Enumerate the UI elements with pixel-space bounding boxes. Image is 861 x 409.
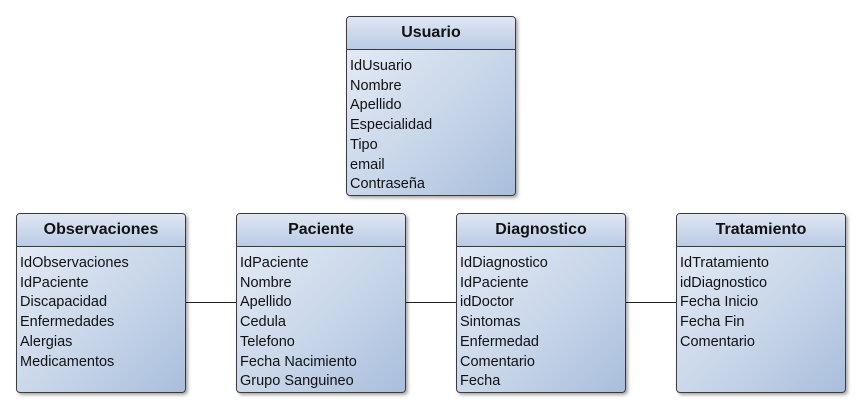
field-fecha-fin: Fecha Fin: [680, 314, 745, 331]
field-telefono: Telefono: [240, 333, 295, 350]
field-cedula: Cedula: [240, 314, 286, 331]
entity-fields-usuario: IdUsuario Nombre Apellido Especialidad T…: [347, 50, 515, 195]
connector-diagnostico-tratamiento: [626, 302, 676, 303]
field-grupo-sanguineo: Grupo Sanguineo: [240, 373, 354, 390]
field-idpaciente: IdPaciente: [460, 274, 529, 291]
field-comentario: Comentario: [460, 353, 535, 370]
field-discapacidad: Discapacidad: [20, 294, 108, 311]
field-sintomas: Sintomas: [460, 314, 521, 331]
entity-title-paciente: Paciente: [237, 214, 405, 247]
entity-diagnostico[interactable]: Diagnostico IdDiagnostico IdPaciente idD…: [456, 213, 626, 393]
connector-observaciones-paciente: [186, 302, 236, 303]
entity-fields-observaciones: IdObservaciones IdPaciente Discapacidad …: [17, 247, 185, 372]
field-idusuario: IdUsuario: [350, 58, 413, 74]
entity-title-usuario: Usuario: [347, 17, 515, 50]
field-enfermedad: Enfermedad: [460, 333, 539, 350]
field-contrasena: Contraseña: [350, 176, 425, 193]
field-enfermedades: Enfermedades: [20, 314, 115, 331]
field-iddoctor: idDoctor: [460, 294, 514, 311]
entity-fields-diagnostico: IdDiagnostico IdPaciente idDoctor Sintom…: [457, 247, 625, 392]
field-iddiagnostico: idDiagnostico: [680, 274, 768, 291]
entity-paciente[interactable]: Paciente IdPaciente Nombre Apellido Cedu…: [236, 213, 406, 393]
field-tipo: Tipo: [350, 136, 378, 153]
entity-fields-tratamiento: IdTratamiento idDiagnostico Fecha Inicio…: [677, 247, 845, 353]
field-idpaciente: IdPaciente: [240, 255, 309, 271]
field-alergias: Alergias: [20, 333, 73, 350]
entity-usuario[interactable]: Usuario IdUsuario Nombre Apellido Especi…: [346, 16, 516, 196]
field-iddiagnostico: IdDiagnostico: [460, 255, 548, 271]
entity-title-tratamiento: Tratamiento: [677, 214, 845, 247]
entity-fields-paciente: IdPaciente Nombre Apellido Cedula Telefo…: [237, 247, 405, 392]
field-apellido: Apellido: [350, 97, 402, 114]
field-nombre: Nombre: [240, 274, 292, 291]
field-fecha-inicio: Fecha Inicio: [680, 294, 759, 311]
field-fecha-nacimiento: Fecha Nacimiento: [240, 353, 357, 370]
field-comentario: Comentario: [680, 333, 755, 350]
field-apellido: Apellido: [240, 294, 292, 311]
field-idpaciente: IdPaciente: [20, 274, 89, 291]
entity-observaciones[interactable]: Observaciones IdObservaciones IdPaciente…: [16, 213, 186, 393]
connector-paciente-diagnostico: [406, 302, 456, 303]
entity-title-diagnostico: Diagnostico: [457, 214, 625, 247]
field-idobservaciones: IdObservaciones: [20, 255, 129, 271]
entity-tratamiento[interactable]: Tratamiento IdTratamiento idDiagnostico …: [676, 213, 846, 393]
field-medicamentos: Medicamentos: [20, 353, 115, 370]
field-idtratamiento: IdTratamiento: [680, 255, 769, 271]
field-especialidad: Especialidad: [350, 117, 433, 134]
field-nombre: Nombre: [350, 77, 402, 94]
field-fecha: Fecha: [460, 373, 501, 390]
entity-title-observaciones: Observaciones: [17, 214, 185, 247]
field-email: email: [350, 156, 385, 173]
